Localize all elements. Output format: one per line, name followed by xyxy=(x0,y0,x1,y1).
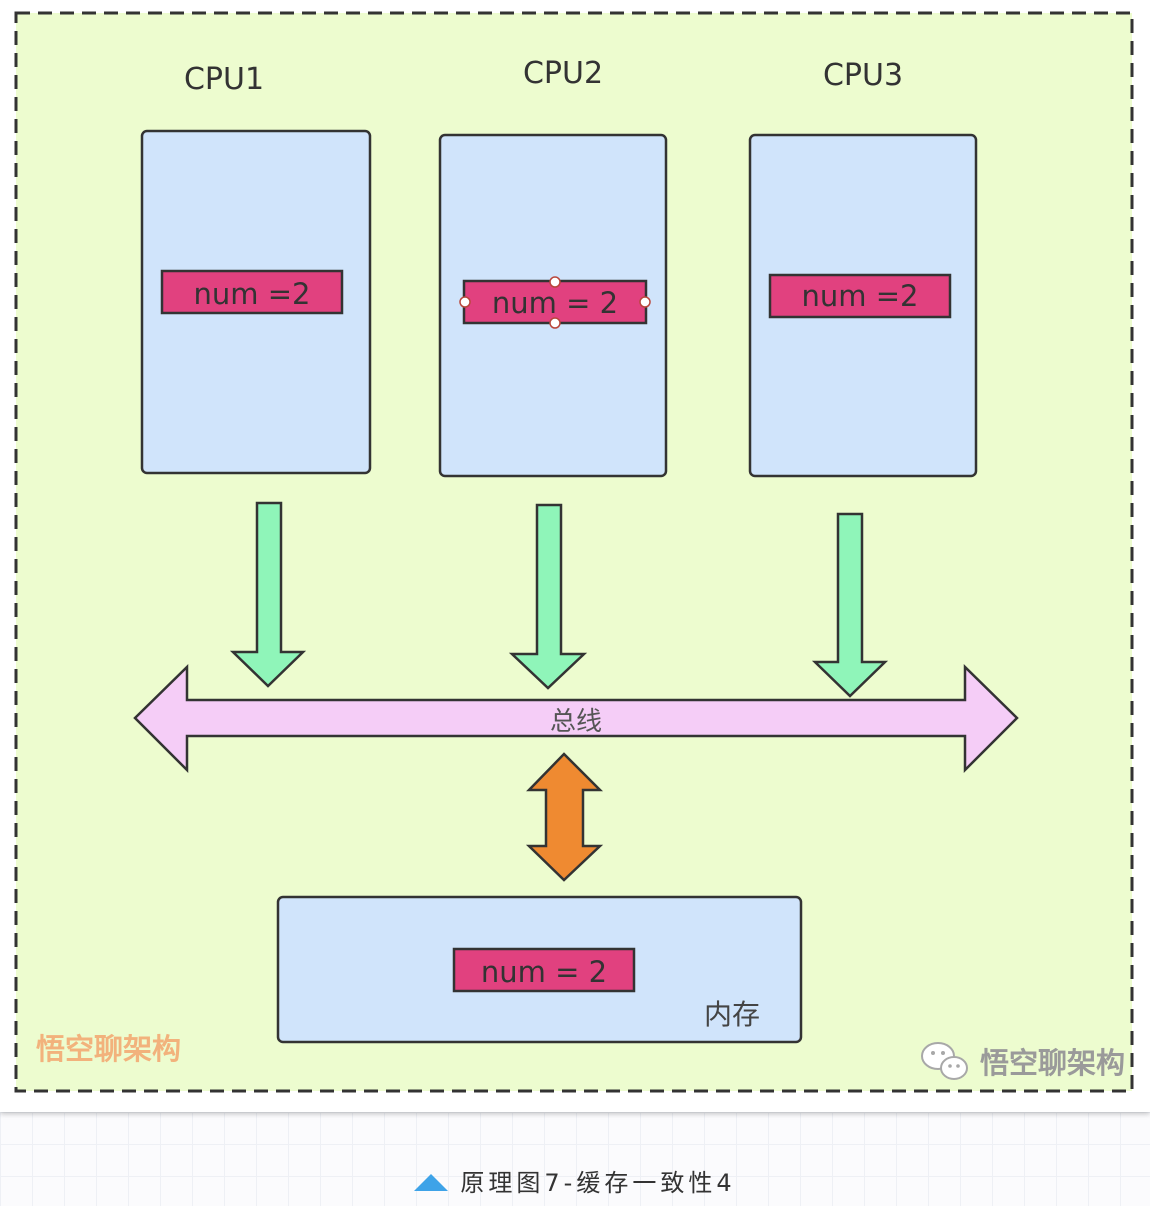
cpu2-write-arrow xyxy=(508,503,588,690)
caption-text: 原理图7-缓存一致性4 xyxy=(460,1169,736,1197)
cpu1-write-arrow xyxy=(229,501,307,688)
watermark-left: 悟空聊架构 xyxy=(36,1032,181,1066)
cpu3-title: CPU3 xyxy=(823,58,903,93)
watermark-right: 悟空聊架构 xyxy=(980,1046,1125,1080)
cpu1-title: CPU1 xyxy=(184,62,264,97)
memory-value: num = 2 xyxy=(481,955,607,989)
bus-arrow xyxy=(133,664,1019,774)
memory-label: 内存 xyxy=(704,998,760,1031)
wechat-icon xyxy=(921,1042,968,1080)
bus-label: 总线 xyxy=(550,707,602,737)
memory-cell xyxy=(452,947,636,993)
diagram-figure: CPU1 CPU2 CPU3 num =2 num = 2 num =2 总线 xyxy=(14,11,1134,1093)
cpu2-title: CPU2 xyxy=(523,56,603,91)
figure-caption: 原理图7-缓存一致性4 xyxy=(0,1163,1150,1198)
cpu3-write-arrow xyxy=(811,512,889,698)
cache-coherence-diagram: CPU1 CPU2 CPU3 num =2 num = 2 num =2 总线 xyxy=(14,11,1134,1093)
cpu3-cache-cell xyxy=(768,273,952,319)
selection-handles[interactable] xyxy=(459,276,651,329)
cpu1-cache-cell xyxy=(160,269,344,315)
cpu2-cache-value: num = 2 xyxy=(492,286,618,320)
grid-background xyxy=(0,1112,1150,1206)
cpu3-cache-value: num =2 xyxy=(802,279,919,313)
memory-bus-arrow xyxy=(525,752,604,882)
cpu1-cache-value: num =2 xyxy=(194,277,311,311)
triangle-up-icon xyxy=(414,1173,449,1191)
